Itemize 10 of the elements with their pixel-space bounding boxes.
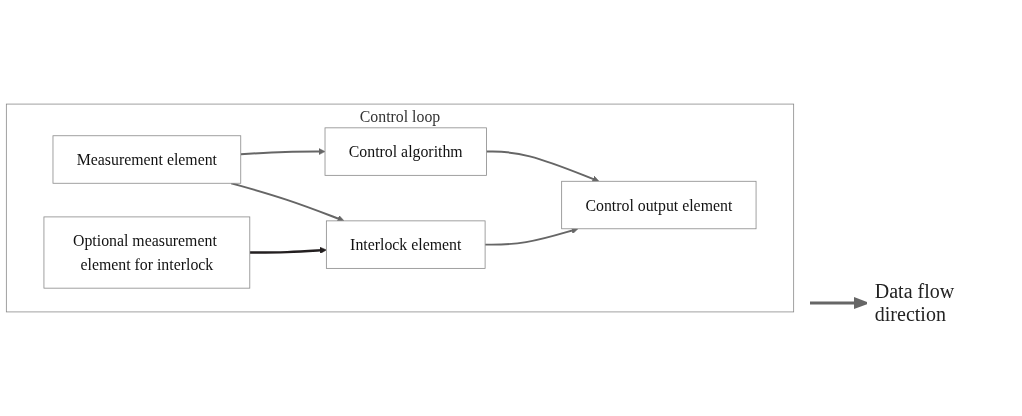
node-box: Measurement element (52, 135, 242, 184)
node-box: Interlock element (325, 220, 486, 269)
node-box: Control algorithm (324, 127, 487, 176)
arrow (484, 227, 579, 246)
arrow (239, 148, 326, 156)
node-box: Control output element (561, 180, 757, 230)
legend-label: Data flow direction (874, 280, 956, 326)
arrow (485, 150, 600, 183)
arrow (249, 246, 327, 254)
node-box: Optional measurement element for interlock (43, 216, 251, 289)
